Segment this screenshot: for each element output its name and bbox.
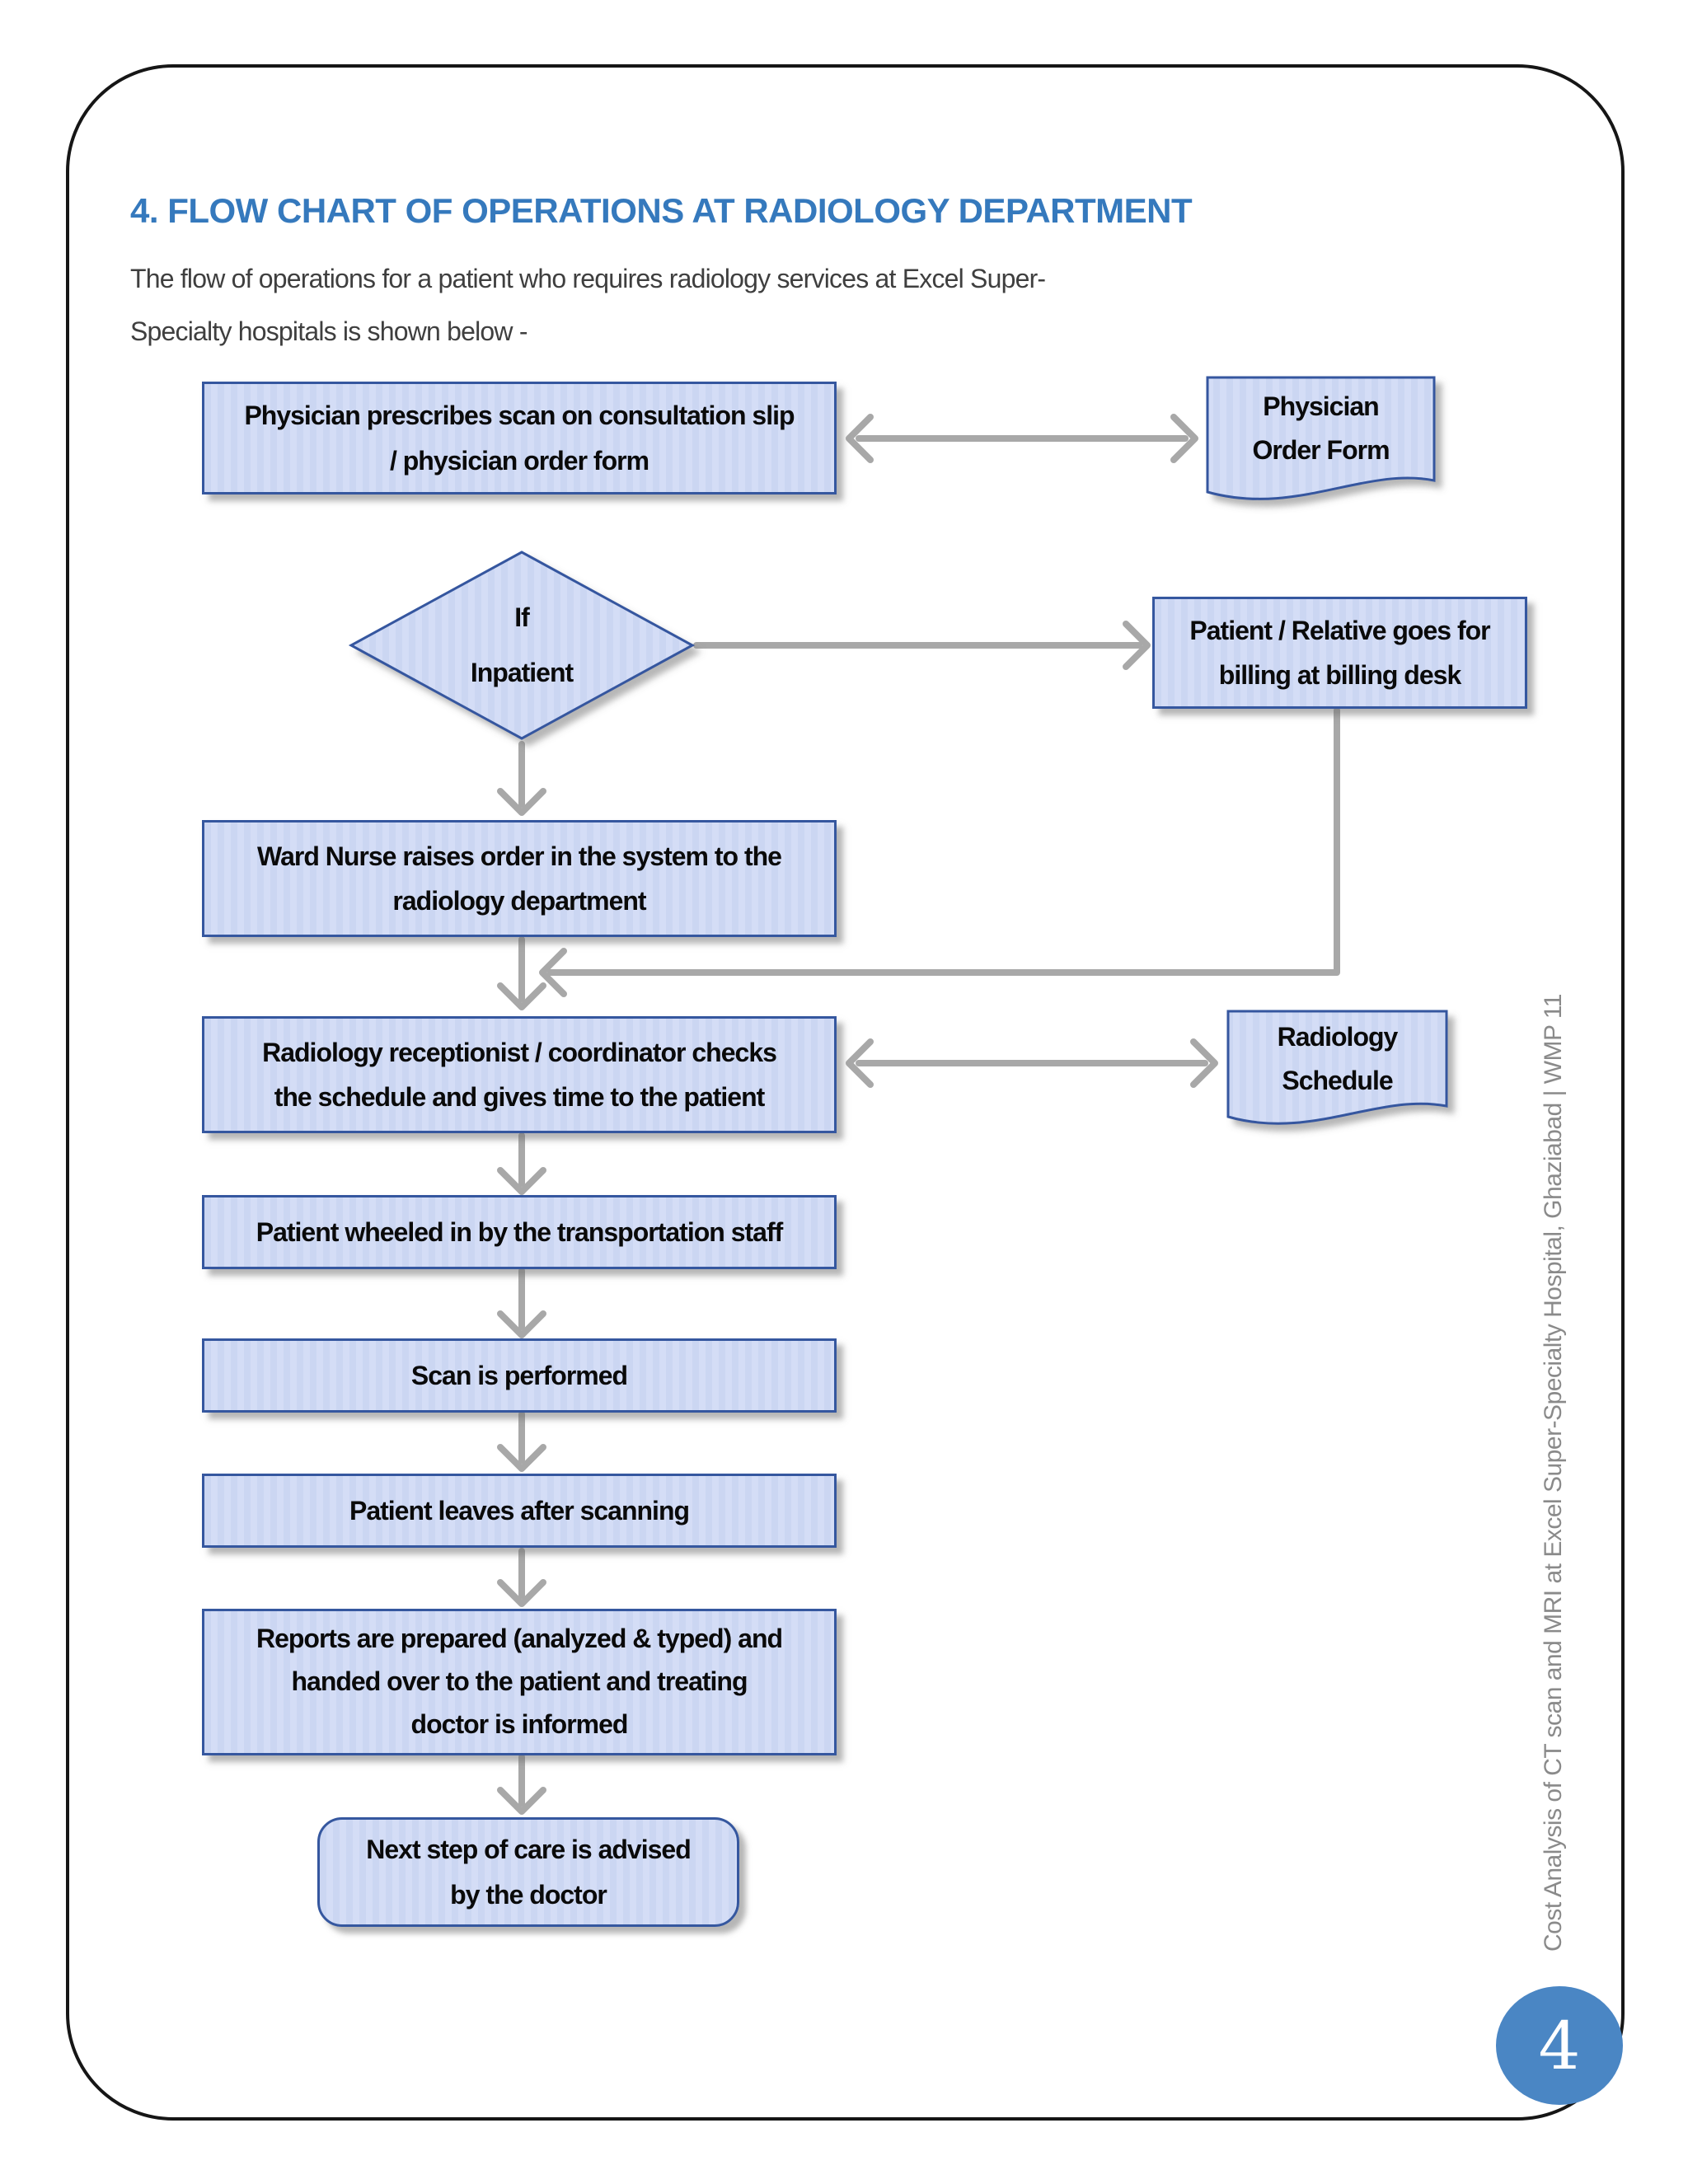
node-reports-prepared: Reports are prepared (analyzed & typed) …: [202, 1609, 837, 1755]
arrow-prescribes-orderform: [846, 414, 1198, 463]
arrow-wheeled-scan: [497, 1268, 546, 1338]
flow-arrows: [497, 414, 1340, 1815]
section-title: 4. FLOW CHART OF OPERATIONS AT RADIOLOGY…: [130, 191, 1193, 230]
arrow-inpatient-billing: [693, 621, 1151, 670]
document-shape-radiology-schedule: [1226, 1010, 1448, 1125]
arrow-scan-leaves: [497, 1411, 546, 1472]
page-number-badge: 4: [1496, 1986, 1623, 2105]
intro-paragraph: The flow of operations for a patient who…: [130, 264, 1046, 346]
page-border-frame: [66, 64, 1625, 2121]
node-billing: Patient / Relative goes for billing at b…: [1152, 597, 1527, 709]
node-physician-prescribes: Physician prescribes scan on consultatio…: [202, 382, 837, 494]
arrow-receptionist-wheeled: [497, 1132, 546, 1195]
arrow-inpatient-wardnurse: [497, 741, 546, 816]
decision-diamond-if-inpatient: [348, 551, 696, 740]
node-ward-nurse: Ward Nurse raises order in the system to…: [202, 820, 837, 937]
node-next-step: Next step of care is advised by the doct…: [317, 1817, 739, 1927]
arrow-wardnurse-receptionist: [497, 936, 546, 1010]
node-patient-wheeled: Patient wheeled in by the transportation…: [202, 1195, 837, 1269]
arrow-reports-nextstep: [497, 1754, 546, 1815]
page-number: 4: [1538, 2007, 1581, 2084]
node-patient-leaves: Patient leaves after scanning: [202, 1474, 837, 1548]
margin-caption: Cost Analysis of CT scan and MRI at Exce…: [1540, 994, 1567, 1952]
node-scan-performed: Scan is performed: [202, 1338, 837, 1413]
document-shape-physician-order-form: [1206, 376, 1436, 500]
arrow-leaves-reports: [497, 1548, 546, 1607]
node-receptionist: Radiology receptionist / coordinator che…: [202, 1016, 837, 1133]
arrow-billing-junction: [539, 707, 1340, 997]
arrow-receptionist-schedule: [846, 1038, 1218, 1088]
